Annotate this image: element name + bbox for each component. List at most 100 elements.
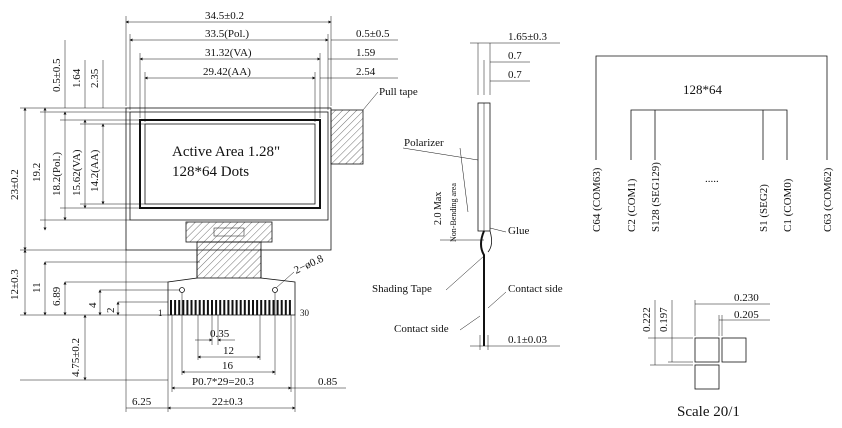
dim-19-2: 19.2 bbox=[31, 163, 43, 182]
pin-label: C64 (COM63) bbox=[591, 167, 603, 232]
contact-pin bbox=[211, 300, 213, 315]
dim-va-offset: 1.59 bbox=[356, 47, 376, 59]
dim-pol-height: 18.2(Pol.) bbox=[51, 152, 63, 196]
dim-va-height: 15.62(VA) bbox=[71, 149, 83, 196]
active-area-label: Active Area 1.28" bbox=[172, 144, 280, 160]
hole-label: 2−ø0.8 bbox=[292, 253, 326, 277]
contact-pin bbox=[288, 300, 291, 315]
contact-pin bbox=[260, 300, 263, 315]
contact-pin bbox=[239, 300, 242, 315]
shading-tape-label: Shading Tape bbox=[372, 283, 432, 295]
pin-label: S1 (SEG2) bbox=[758, 184, 770, 232]
polarizer-label: Polarizer bbox=[404, 137, 444, 149]
contact-pin bbox=[235, 300, 238, 315]
dim-thickness: 1.65±0.3 bbox=[508, 31, 548, 43]
dim-aa-height: 14.2(AA) bbox=[89, 149, 101, 192]
dots-label: 128*64 Dots bbox=[172, 164, 249, 180]
contact-pin bbox=[202, 300, 205, 315]
dim-0-7b: 0.7 bbox=[508, 69, 522, 81]
pin-label: C1 (COM0) bbox=[782, 178, 794, 232]
dim-polarizer-width: 33.5(Pol.) bbox=[205, 28, 249, 40]
side-view: 1.65±0.3 0.7 0.7 Polarizer 2.0 Max Non-B… bbox=[372, 31, 563, 350]
viewing-area bbox=[139, 119, 321, 209]
dim-aa-width: 29.42(AA) bbox=[203, 66, 251, 78]
front-view: Active Area 1.28" 128*64 Dots Pull tape … bbox=[9, 10, 418, 412]
pin-label: C2 (COM1) bbox=[626, 178, 638, 232]
pull-tape-label: Pull tape bbox=[379, 86, 418, 98]
fpc-neck bbox=[196, 241, 262, 279]
contact-pin bbox=[256, 300, 259, 315]
mount-hole-left bbox=[179, 287, 185, 293]
pin-label: C63 (COM62) bbox=[822, 167, 834, 232]
side-fpc bbox=[480, 230, 485, 346]
dim-pixel-pitch-v: 0.222 bbox=[641, 307, 653, 332]
contact-pin bbox=[182, 300, 185, 315]
dim-6-89: 6.89 bbox=[51, 286, 63, 306]
dim-offset: 6.25 bbox=[132, 396, 152, 408]
dim-edge: 0.85 bbox=[318, 376, 338, 388]
dim-top-aa-offset: 2.35 bbox=[89, 68, 101, 88]
pin-label: ..... bbox=[705, 173, 719, 185]
pixel-cell bbox=[694, 364, 720, 390]
contact-pin bbox=[206, 300, 209, 315]
contact-pin bbox=[198, 300, 201, 315]
non-bending-label: Non-Bending area bbox=[449, 183, 458, 242]
resolution-label: 128*64 bbox=[683, 82, 723, 97]
bend-max-label: 2.0 Max bbox=[433, 192, 444, 225]
contact-pin bbox=[264, 300, 267, 315]
contact-pin bbox=[227, 300, 230, 315]
contact-pin bbox=[178, 300, 181, 315]
mount-hole-right bbox=[272, 287, 278, 293]
glue-label: Glue bbox=[508, 225, 530, 237]
contact-pin bbox=[170, 300, 172, 315]
dim-pol-offset: 0.5±0.5 bbox=[356, 28, 390, 40]
pin-label: S128 (SEG129) bbox=[650, 162, 662, 232]
contact-pin bbox=[268, 300, 271, 315]
contact-pin bbox=[223, 300, 226, 315]
dim-0-7a: 0.7 bbox=[508, 50, 522, 62]
contact-pin bbox=[243, 300, 246, 315]
dim-4: 4 bbox=[87, 302, 99, 308]
pin-first-label: 1 bbox=[158, 308, 163, 318]
dim-fpc-length: 12±0.3 bbox=[9, 269, 21, 300]
dim-pin-width: 0.35 bbox=[210, 328, 230, 340]
contact-pin bbox=[231, 300, 234, 315]
bottom-dimensions: 0.35 12 16 P0.7*29=20.3 0.85 6.25 22±0.3 bbox=[125, 250, 346, 412]
pixel-cell bbox=[694, 337, 720, 363]
contact-pin bbox=[252, 300, 254, 315]
dim-2: 2 bbox=[105, 308, 117, 314]
dim-top-va-offset: 1.64 bbox=[71, 68, 83, 88]
driver-ic bbox=[185, 221, 273, 243]
dim-pixel-pitch-h: 0.230 bbox=[734, 292, 759, 304]
dim-pixel-size-h: 0.205 bbox=[734, 309, 759, 321]
contact-pin bbox=[280, 300, 283, 315]
pin-labels: C64 (COM63) C2 (COM1) S128 (SEG129)..... S1… bbox=[591, 162, 834, 232]
dim-fpc-width: 22±0.3 bbox=[212, 396, 243, 408]
dim-fpc-thickness: 0.1±0.03 bbox=[508, 334, 548, 346]
dim-top-pol-offset: 0.5±0.5 bbox=[51, 58, 63, 92]
left-dimensions: 23±0.2 19.2 18.2(Pol.) 15.62(VA) 14.2(AA… bbox=[9, 40, 200, 381]
dim-pitch: P0.7*29=20.3 bbox=[192, 376, 254, 388]
dim-11: 11 bbox=[31, 282, 43, 293]
dim-4-75: 4.75±0.2 bbox=[70, 338, 82, 377]
dim-outline-height: 23±0.2 bbox=[9, 169, 21, 200]
contact-pin bbox=[186, 300, 189, 315]
scale-label: Scale 20/1 bbox=[677, 404, 740, 420]
contact-pin bbox=[284, 300, 287, 315]
pull-tape bbox=[330, 109, 364, 165]
contact-pin bbox=[215, 300, 218, 315]
contact-pin bbox=[272, 300, 275, 315]
pin-last-label: 30 bbox=[300, 308, 310, 318]
contact-pin bbox=[190, 300, 193, 315]
contact-pin bbox=[247, 300, 250, 315]
dim-pixel-size-v: 0.197 bbox=[658, 307, 670, 332]
polarizer-outline bbox=[129, 111, 329, 221]
top-dimensions: 34.5±0.2 33.5(Pol.) 31.32(VA) 29.42(AA) … bbox=[125, 10, 398, 122]
dim-12: 12 bbox=[223, 345, 234, 357]
pixel-detail: 0.230 0.205 0.222 0.197 Scale 20/1 bbox=[641, 292, 770, 420]
contact-pin bbox=[219, 300, 222, 315]
pixel-cell bbox=[721, 337, 747, 363]
dim-16: 16 bbox=[222, 360, 234, 372]
dim-aa-offset: 2.54 bbox=[356, 66, 376, 78]
